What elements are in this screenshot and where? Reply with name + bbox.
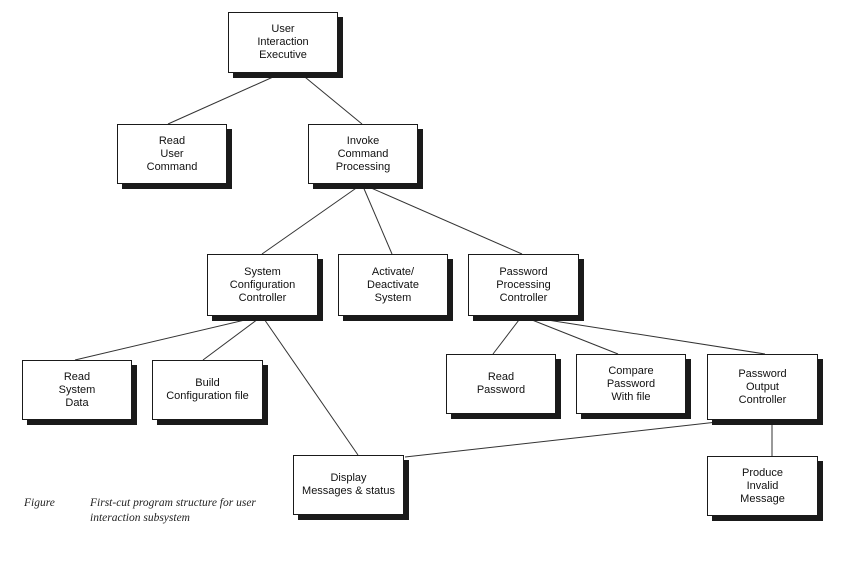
module-display-messages-status: Display Messages & status <box>293 455 404 515</box>
module-compare-password-with-file: Compare Password With file <box>576 354 686 414</box>
connector-executive-to-invoke-command <box>299 72 363 125</box>
connector-invoke-to-password-processing <box>361 183 523 255</box>
figure-caption-line-2: interaction subsystem <box>90 512 190 524</box>
module-password-processing-controller: Password Processing Controller <box>468 254 579 316</box>
connector-password-processing-to-compare <box>521 315 619 355</box>
connector-executive-to-read-user-command <box>167 72 283 125</box>
module-build-configuration-file: Build Configuration file <box>152 360 263 420</box>
connector-output-controller-to-display-messages <box>404 419 736 458</box>
connector-sysconfig-to-read-system-data <box>74 315 263 361</box>
module-read-system-data: Read System Data <box>22 360 132 420</box>
module-invoke-command-processing: Invoke Command Processing <box>308 124 418 184</box>
connector-password-processing-to-output-controller <box>521 315 766 355</box>
connector-sysconfig-to-build-config <box>202 315 263 361</box>
module-produce-invalid-message: Produce Invalid Message <box>707 456 818 516</box>
connector-invoke-to-system-config <box>261 183 363 255</box>
module-read-user-command: Read User Command <box>117 124 227 184</box>
figure-label: Figure <box>24 497 55 509</box>
module-activate-deactivate-system: Activate/ Deactivate System <box>338 254 448 316</box>
connector-sysconfig-to-display-messages <box>261 315 359 456</box>
connector-invoke-to-activate <box>361 183 393 255</box>
module-system-configuration-controller: System Configuration Controller <box>207 254 318 316</box>
module-user-interaction-executive: User Interaction Executive <box>228 12 338 73</box>
module-read-password: Read Password <box>446 354 556 414</box>
connector-password-processing-to-read-password <box>492 315 523 355</box>
figure-caption-line-1: First-cut program structure for user <box>90 497 256 509</box>
module-password-output-controller: Password Output Controller <box>707 354 818 420</box>
